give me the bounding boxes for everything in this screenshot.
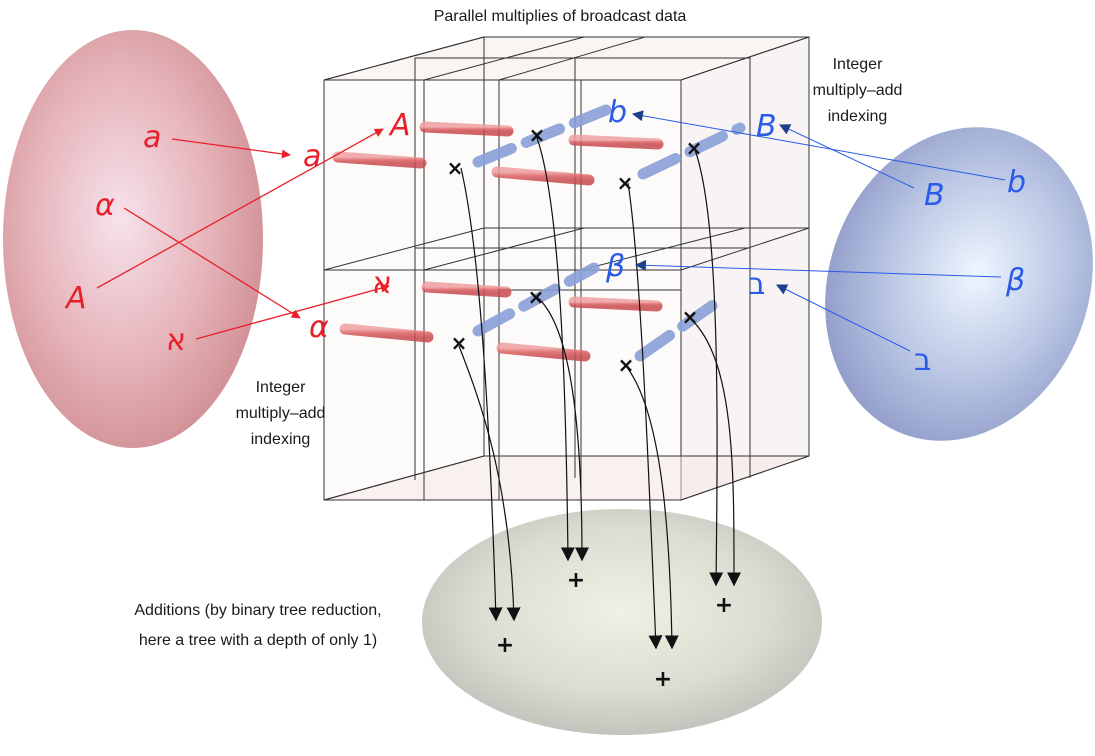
red-rod (496, 342, 591, 362)
blue-rod (472, 104, 612, 168)
blue-rod (637, 122, 746, 180)
red-rod (421, 281, 512, 298)
right-label-bet: ב (914, 343, 931, 378)
index-note-right: Integer multiply–add indexing (790, 52, 925, 130)
blue-rods (472, 104, 746, 362)
reduction-arrow (460, 167, 503, 622)
cube-label-A: A (388, 108, 411, 143)
output-blob (422, 509, 822, 735)
red-rod (339, 323, 434, 343)
right-label-beta: β (1005, 263, 1025, 298)
cube-label-beta: β (605, 249, 625, 284)
cube-label-alpha: α (309, 310, 329, 345)
multiply-markers: × × × × × × × × (447, 123, 703, 377)
add-marker: + (567, 568, 585, 593)
blue-index-arrows (631, 110, 1006, 352)
index-arrow-aleph (195, 283, 390, 340)
blue-rod (634, 292, 729, 362)
cube-label-a: a (303, 139, 321, 174)
left-input-blob (3, 30, 263, 448)
index-arrow-alpha (123, 207, 301, 319)
add-markers: + + + + (496, 568, 733, 692)
index-note-left: Integer multiply–add indexing (213, 375, 348, 453)
right-label-B: B (924, 178, 945, 213)
multiply-marker: × (528, 285, 545, 309)
multiply-marker: × (618, 353, 635, 377)
reduction-arrow (535, 134, 575, 562)
multiply-marker: × (617, 171, 634, 195)
multiply-marker: × (447, 156, 464, 180)
note-line: Integer (255, 379, 306, 396)
left-label-aleph: א (166, 323, 186, 358)
note-line: multiply–add (812, 82, 903, 99)
diagram-title: Parallel multiplies of broadcast data (433, 8, 687, 25)
index-arrow-B (779, 124, 915, 189)
reduction-arrow (694, 149, 724, 587)
red-rod (491, 166, 595, 186)
red-rod (568, 296, 663, 312)
reduction-arrow (536, 296, 589, 562)
multiply-marker: × (682, 305, 699, 329)
cube-label-b: b (608, 95, 627, 130)
index-arrow-b (631, 110, 1006, 181)
note-line: indexing (250, 431, 311, 448)
add-marker: + (496, 633, 514, 658)
left-label-alpha: α (95, 188, 115, 223)
red-index-arrows (96, 128, 390, 340)
right-input-blob (825, 127, 1093, 441)
cube-label-B: B (756, 109, 777, 144)
reduction-curves (458, 134, 742, 650)
note-line: Additions (by binary tree reduction, (134, 602, 382, 619)
cube-label-aleph: א (372, 266, 392, 301)
index-arrow-A (96, 128, 384, 289)
additions-note: Additions (by binary tree reduction, her… (88, 596, 428, 656)
blue-rod (472, 262, 600, 337)
add-marker: + (654, 667, 672, 692)
reduction-arrow (689, 317, 742, 587)
multiply-marker: × (686, 136, 703, 160)
index-arrow-beta (634, 259, 1002, 278)
red-rods (332, 121, 664, 362)
left-label-A: A (64, 281, 87, 316)
right-label-b: b (1007, 165, 1026, 200)
reduction-arrow (458, 345, 521, 622)
note-line: indexing (827, 108, 888, 125)
index-arrow-bet (776, 284, 911, 352)
red-rod (332, 151, 427, 169)
index-arrow-a (171, 138, 291, 159)
note-line: here a tree with a depth of only 1) (138, 632, 378, 649)
reduction-arrow (625, 365, 679, 650)
multiply-marker: × (451, 331, 468, 355)
left-label-a: a (143, 120, 161, 155)
cube-label-bet: ב (748, 267, 765, 302)
reduction-arrow (627, 182, 663, 650)
note-line: Integer (832, 56, 883, 73)
red-rod (419, 121, 514, 137)
add-marker: + (715, 593, 733, 618)
red-rod (568, 134, 664, 150)
note-line: multiply–add (235, 405, 326, 422)
multiply-marker: × (529, 123, 546, 147)
